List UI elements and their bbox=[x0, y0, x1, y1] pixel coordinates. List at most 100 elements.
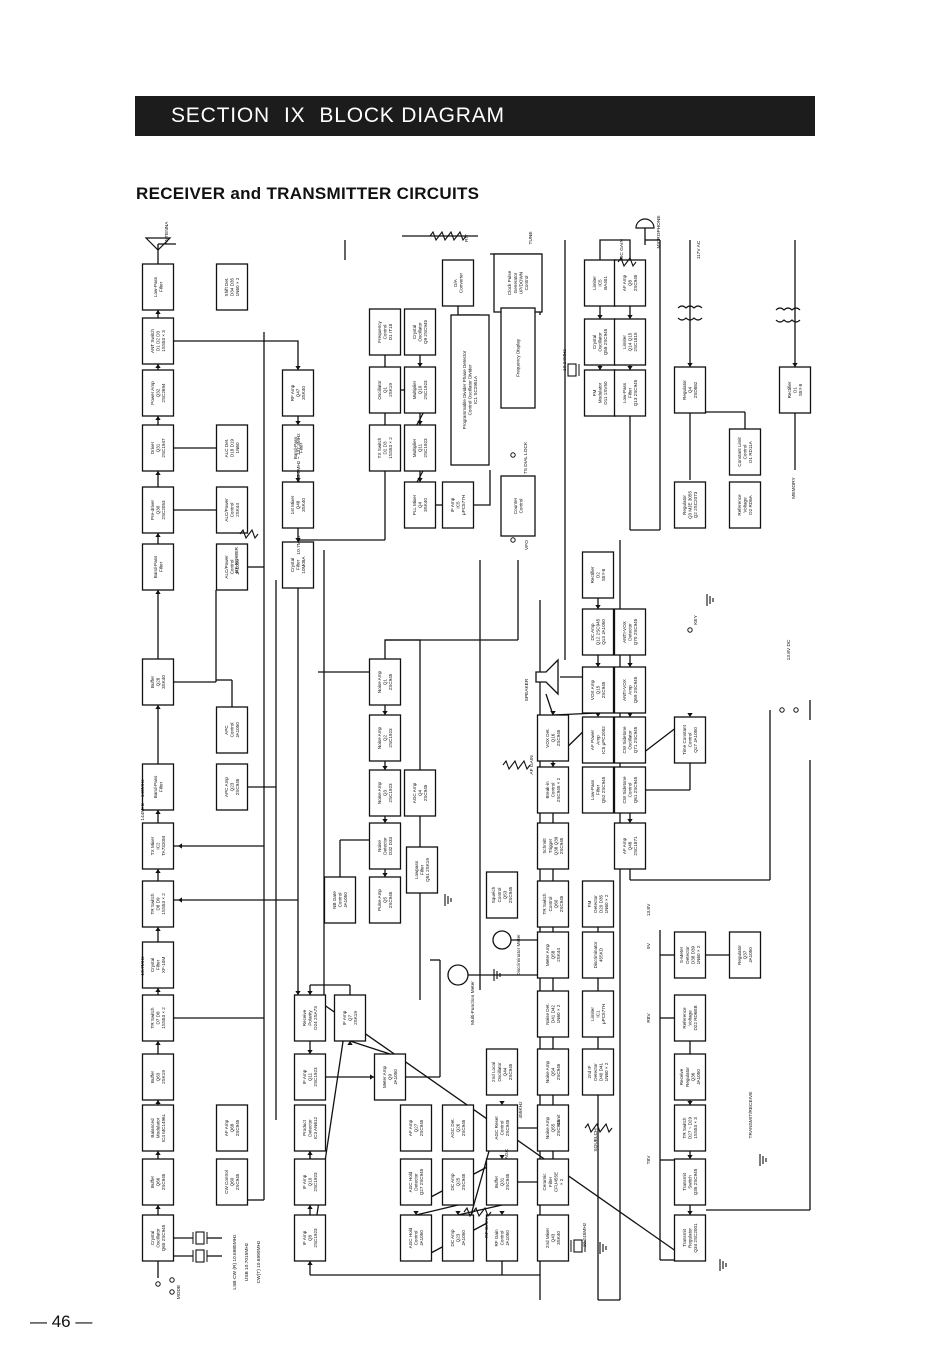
block-label: TR SwitchControlQ602SC945 bbox=[542, 893, 564, 914]
block-tr-switch-17: TR SwitchD7 D81SS53 × 2 bbox=[141, 994, 175, 1042]
block-cw-sidetone-67: CW SidetoneOscillatorQ71 2SC945 bbox=[613, 716, 647, 764]
block-label: Band-PassFilter bbox=[293, 436, 304, 459]
block-label: LimiterQ14 Q152SC1815 bbox=[622, 332, 638, 352]
block-cw-sidetone-71: CW SidetoneControlQ61 2SC945 bbox=[613, 766, 647, 814]
block-label: CrystalOscillatorQ65 2SC945 bbox=[150, 1224, 166, 1251]
label-r8v: R8V bbox=[646, 1013, 652, 1023]
multi-function-meter-icon bbox=[447, 964, 469, 986]
label-microphone: MICROPHONE bbox=[656, 215, 662, 248]
block-receive-90: ReceiveRegulatorQ36JA1050 bbox=[673, 1053, 707, 1101]
diagram-subtitle: RECEIVER and TRANSMITTER CIRCUITS bbox=[136, 184, 480, 203]
vfo-switch-icon bbox=[510, 537, 516, 543]
block-label: AF PowerAmpIC5 μPC2002 bbox=[590, 726, 606, 754]
block-label: DC AmpQ252SC945 bbox=[450, 1173, 466, 1191]
block-label: IF AmpQ72SK19 bbox=[342, 1010, 358, 1025]
block-label: CrystalFilter10M08A bbox=[290, 556, 306, 574]
crystal-icon bbox=[564, 363, 580, 377]
block-label: TransmitSwitchQ35 2SC945 bbox=[682, 1168, 698, 1195]
block-label: AF AmpQ272SC945 bbox=[408, 1119, 424, 1136]
label-13-8v-dc: 13.8V DC bbox=[786, 639, 792, 660]
label-discriminator-meter: Discriminator Meter bbox=[516, 934, 522, 976]
transformer-icon bbox=[677, 305, 703, 321]
block-shift-det-1: Shift Det.D34 D351N60 × 2 bbox=[215, 263, 249, 311]
block-label: IF AmpIC5μPC577H bbox=[450, 495, 466, 515]
label-agc: AGC bbox=[504, 1148, 510, 1159]
switch-terminal-icon bbox=[779, 707, 785, 713]
block-label: ReceiveRegulatorQ36JA1050 bbox=[679, 1067, 701, 1087]
block-label: Discriminator455KD bbox=[593, 941, 604, 968]
block-label: BufferQ632SK19 bbox=[150, 1070, 166, 1084]
block-multiplier-39: MultiplierQ112SC1923 bbox=[403, 424, 437, 472]
block-label: ANT SwitchD1 D2 D31SS53 × 3 bbox=[150, 329, 166, 353]
block-label: AGC HoldControlJA1050 bbox=[408, 1227, 424, 1248]
block-label: Pre-driverQ302SC2053 bbox=[150, 499, 166, 520]
block-label: ALC Det.D18 D191N60 bbox=[224, 438, 240, 457]
block-regulator-55: RegulatorQ42SD882 bbox=[673, 366, 707, 414]
block-noise-det-79: Noise Det.D41 D421N60 × 2 bbox=[536, 990, 570, 1038]
block-oscillator-37: OscillatorQ12SK19 bbox=[368, 366, 402, 414]
block-label: Band-PassFilter bbox=[153, 555, 164, 578]
block-label: PLL MixerQ43SK40 bbox=[412, 494, 428, 515]
block-agc-amp-34: AGC AmpQ42SC945 bbox=[403, 769, 437, 817]
block-af-amp-51: AF AmpQ82SC945 bbox=[613, 259, 647, 307]
label-10-24mhz: 10.24MHz bbox=[562, 348, 568, 370]
block-reference-59: ReferenceVoltageD2 RD6A bbox=[728, 481, 762, 529]
block-label: Noise AmpQ552SC945 bbox=[545, 1116, 561, 1139]
block-2nd-if-82: 2nd IFDetectorD40 D411N60 × 2 bbox=[581, 1048, 615, 1096]
block-if-amp-99: IF AmpQ72SK19 bbox=[333, 994, 367, 1042]
block-label: BufferQ283SK40 bbox=[150, 675, 166, 689]
block-label: Band-PassFilter bbox=[153, 775, 164, 798]
block-buffer-20: BufferQ662SC945 bbox=[141, 1158, 175, 1206]
label-key: KEY bbox=[693, 614, 699, 624]
block-label: Meter AmpQ9JA1050 bbox=[382, 1065, 398, 1088]
ground-icon bbox=[719, 1259, 727, 1271]
block-label: S-MeterDetectorD38 D391N60 × 2 bbox=[679, 945, 701, 964]
block-transmit-92: TransmitSwitchQ35 2SC945 bbox=[673, 1158, 707, 1206]
block-pulse-amp-32: Pulse AmpQ52SC945 bbox=[368, 876, 402, 924]
block-clock-pulse-44: Clock PulseGeneratorUP/DOWNControl bbox=[493, 253, 543, 313]
block-regulator-88: RegulatorQ37JA1050 bbox=[728, 931, 762, 979]
block-label: RF AmpQ473SK40 bbox=[290, 384, 306, 401]
mode-switch-icon bbox=[155, 1281, 161, 1287]
ground-icon bbox=[759, 1154, 767, 1166]
block-label: Constant LimitControlD1 RD11A bbox=[737, 437, 753, 467]
block-label: Clock PulseGeneratorUP/DOWNControl bbox=[507, 270, 529, 295]
block-label: AGC Det.Q262SC945 bbox=[450, 1118, 466, 1138]
block-label: ReferenceVoltageD22 RD6EB bbox=[682, 1005, 698, 1030]
block-label: APC AmpQ232SC945 bbox=[224, 777, 240, 797]
block-label: ALC/PowerControlJA1050 bbox=[224, 555, 240, 579]
block-label: BufferQ312SC945 bbox=[494, 1173, 510, 1190]
block-alc-det-5: ALC Det.D18 D191N60 bbox=[215, 424, 249, 472]
block-reference-89: ReferenceVoltageD22 RD6EB bbox=[673, 994, 707, 1042]
block-ant-switch-2: ANT SwitchD1 D2 D31SS53 × 3 bbox=[141, 317, 175, 365]
block-label: Programmable Divider Phase DetectorContr… bbox=[462, 350, 478, 429]
dial-lock-switch-icon bbox=[510, 452, 516, 458]
block-rf-gain-108: RF GainControlJA1050 bbox=[485, 1214, 519, 1262]
block-label: Break-inControl2SC945 × 2 bbox=[545, 777, 561, 802]
label-rit: RIT bbox=[464, 234, 470, 242]
block-label: Meter AmpQ582SK44 bbox=[545, 943, 561, 966]
block-label: VOX Det.Q162SC945 bbox=[545, 728, 561, 747]
block-frequency-41: FrequencyControlD1 IT18 bbox=[368, 308, 402, 356]
block-if-amp-95: IF AmpQ112SC1923 bbox=[293, 1053, 327, 1101]
label-speaker: SPEAKER bbox=[524, 678, 530, 701]
block-label: ProductDetectorIC3 AN612 bbox=[302, 1116, 318, 1139]
block-2nd-mixer-85: 2nd MixerQ433SK40 bbox=[536, 1214, 570, 1262]
block-tx-switch-40: TX SwitchD2 D31SS53 × 2 bbox=[368, 424, 402, 472]
block-crystal-16: CrystalFilterXF-10M bbox=[141, 941, 175, 989]
label-antenna: ANTENNA bbox=[164, 221, 170, 245]
ground-icon bbox=[706, 594, 714, 606]
block-label: RegulatorQ3 MJE 3055Q2 2SC2073 bbox=[682, 491, 698, 520]
block-label: RegulatorQ42SD882 bbox=[682, 380, 698, 400]
block-receive-94: ReceivePolarityD24 2SA73 bbox=[293, 994, 327, 1042]
block-label: Time ConstantControlQ17 JA1050 bbox=[682, 724, 698, 754]
squelch-control-icon bbox=[584, 1122, 613, 1134]
block-meter-amp-100: Meter AmpQ9JA1050 bbox=[373, 1053, 407, 1101]
block-label: Noise AmpQ542SC945 bbox=[545, 1060, 561, 1083]
block-fm-53: FMModulatorD11 1SV50 bbox=[583, 369, 617, 417]
block-nb-gate-33: NB GateControlJA1050 bbox=[323, 876, 357, 924]
label-144mhz-148mhz: 144MHz ~ 148MHz bbox=[140, 779, 146, 821]
block-constant-limit-57: Constant LimitControlD1 RD11A bbox=[728, 428, 762, 476]
